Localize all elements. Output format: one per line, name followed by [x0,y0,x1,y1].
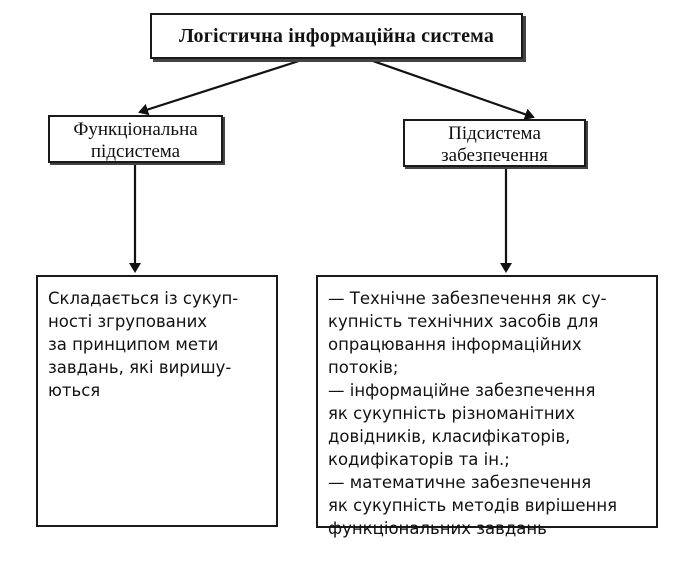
functional-description-line: завдань, які виришу- [48,358,232,377]
arrow-root-to-functional [138,58,303,116]
support-description-line: довідників, класифікаторів, [328,427,571,446]
support-subsystem-node: Підсистема забезпечення [403,119,586,167]
functional-description-line: за принципом мети [48,335,219,354]
root-node-box: Логістична інформаційна система [150,13,523,59]
arrow-root-to-support [369,58,535,121]
support-description-line: як сукупність різноманітних [328,404,576,423]
functional-subsystem-label-line-1: Функціональна [73,119,198,140]
support-description-line: — математичне забезпечення [328,473,592,492]
functional-subsystem-description: Складається із сукуп- ності згрупованих … [36,275,278,527]
functional-subsystem-node: Функціональна підсистема [48,115,223,163]
support-description-line: — Технічне забезпечення як су- [328,289,607,308]
support-subsystem-description: — Технічне забезпечення як су- купність … [316,275,658,538]
support-description-line: кодифікаторів та ін.; [328,450,510,469]
support-description-line: потоків; [328,358,399,377]
support-description-line: функціональних завдань [328,519,547,538]
support-description-line: купність технічних засобів для [328,312,599,331]
support-description-line: — інформаційне забезпечення [328,381,596,400]
functional-description-line: ються [48,381,101,400]
functional-description-line: Складається із сукуп- [48,289,239,308]
support-description-line: опрацювання інформаційних [328,335,582,354]
functional-subsystem-label-line-2: підсистема [90,141,181,162]
root-node-title: Логістична інформаційна система [178,24,495,47]
support-subsystem-label-line-2: забезпечення [441,145,548,166]
support-subsystem-label-line-1: Підсистема [448,123,541,144]
support-description-line: як сукупність методів вирішення [328,496,618,515]
functional-description-line: ності згрупованих [48,312,208,331]
